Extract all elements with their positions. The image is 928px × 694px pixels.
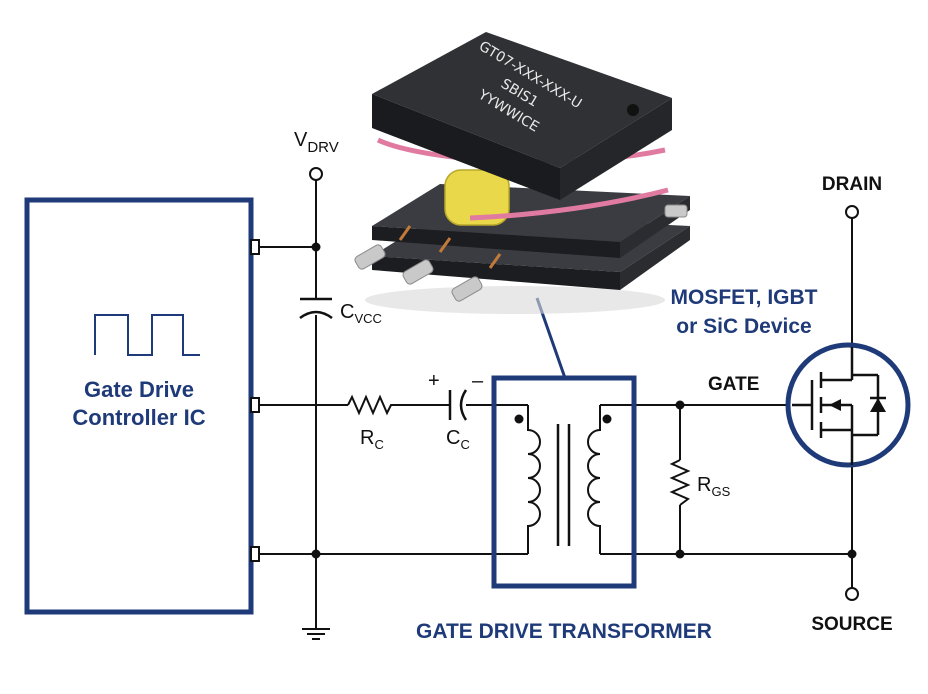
drain-label: DRAIN [822,174,882,195]
cc-label: CC [446,427,470,452]
gate-label: GATE [708,374,759,395]
junction-dot [675,549,685,559]
body-diode-triangle [870,398,886,412]
vdrv-label-sub: DRV [307,139,338,156]
device-title-line2: or SiC Device [676,315,811,338]
cc-plus-sign: + [428,370,440,392]
cvcc-plate-curved [299,310,333,320]
junction-dots [311,242,857,559]
cc-minus-sign: – [472,370,484,392]
junction-dot [311,242,321,252]
vdrv-label-main: V [294,129,308,151]
junction-dot [675,400,685,410]
transformer-symbol: GATE DRIVE TRANSFORMER [416,375,712,643]
cvcc-capacitor: CVCC [299,297,382,326]
cvcc-label-main: C [340,301,354,323]
rc-label-sub: C [374,437,383,452]
transformer-product-image: GT07-XXX-XXX-U SBIS1 YYWWICE [354,32,690,314]
cc-label-sub: C [460,437,469,452]
rgs-resistor: RGS [669,459,731,506]
source-terminal [845,587,859,601]
core-top-face [372,32,672,168]
secondary-polarity-dot [602,414,612,424]
mosfet-arrow [829,399,841,411]
ic-pin-gnd [250,546,260,562]
rgs-label: RGS [697,474,731,499]
pin1-marker-dot [627,104,639,116]
device-title-line1: MOSFET, IGBT [671,286,818,309]
vdrv-node-circle [309,167,323,181]
transformer-label: GATE DRIVE TRANSFORMER [416,620,712,643]
rc-zigzag [347,394,394,416]
controller-name-line2: Controller IC [72,405,205,430]
rc-label: RC [360,427,384,452]
secondary-winding [587,405,601,554]
mosfet-symbol [785,342,911,468]
rgs-zigzag [669,459,691,506]
drain-terminal [845,205,859,219]
square-wave-icon [94,314,200,356]
cc-label-main: C [446,427,460,449]
controller-ic-outline [24,197,254,615]
controller-name-line1: Gate Drive [84,377,194,402]
cc-capacitor: + – CC [428,370,484,452]
cc-plate-curved [459,389,468,421]
cvcc-label: CVCC [340,301,382,326]
controller-ic-block: Gate Drive Controller IC [24,197,260,615]
ic-pin-out [250,397,260,413]
rgs-label-main: R [697,474,711,496]
vdrv-label: VDRV [294,129,339,156]
primary-polarity-dot [514,414,524,424]
ic-pin-vcc [250,239,260,255]
smt-pins [354,204,688,302]
source-label: SOURCE [811,614,892,635]
ground-symbol [302,628,330,640]
cvcc-label-sub: VCC [354,311,381,326]
vdrv-terminal: VDRV [294,129,339,181]
rc-resistor: RC [347,394,394,452]
rgs-label-sub: GS [711,484,730,499]
rc-label-main: R [360,427,374,449]
primary-winding [527,405,541,554]
bobbin [444,169,510,226]
junction-dot [311,549,321,559]
junction-dot [847,549,857,559]
